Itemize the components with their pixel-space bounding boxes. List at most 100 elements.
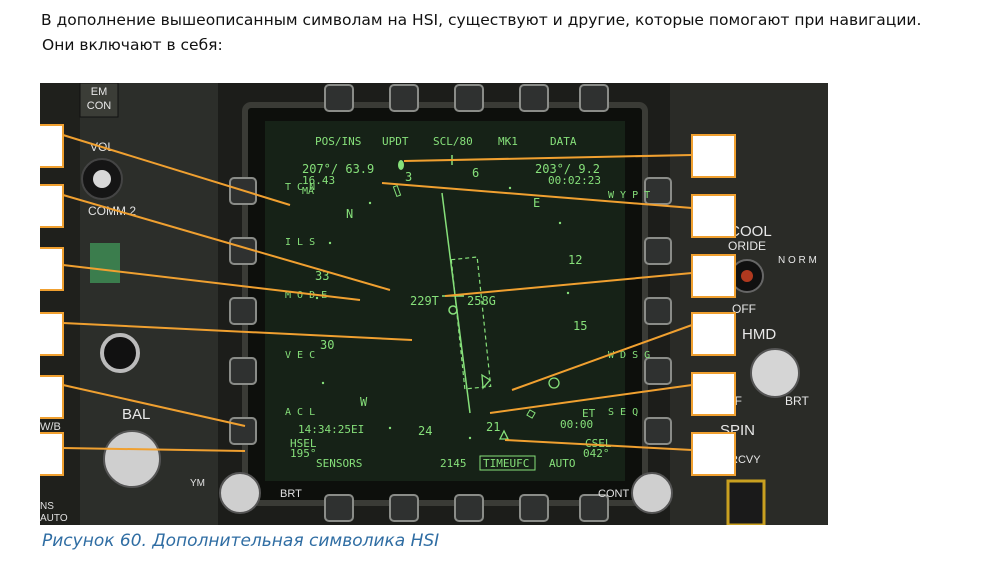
left-button-4[interactable] (229, 357, 257, 385)
hsi-top-option-mk1[interactable]: MK1 (498, 135, 518, 148)
leader-right-6 (504, 439, 693, 451)
compass-tick-9 (508, 186, 512, 190)
et-value: 00:00 (560, 418, 593, 431)
bottom-button-4[interactable] (519, 494, 549, 522)
leader-right-2 (381, 182, 693, 209)
ym-label: YM (190, 478, 205, 489)
compass-label-15: 15 (573, 319, 587, 333)
cont-knob[interactable] (631, 472, 673, 514)
callout-box-right-5 (691, 372, 736, 416)
callout-boxes-right (691, 134, 736, 476)
hsi-left-option-mode[interactable]: M O D E (285, 290, 327, 301)
compass-tick-8 (558, 221, 562, 225)
ir-cool-switch-tip (741, 270, 753, 282)
wb-label: W/B (40, 421, 61, 433)
compass-tick-2 (328, 241, 332, 245)
em-con-button[interactable] (79, 83, 119, 118)
hsi-bottom-option-timeufc[interactable]: TIMEUFC (483, 457, 529, 470)
hsi-left-option-acl[interactable]: A C L (285, 407, 315, 418)
callout-box-right-3 (691, 254, 736, 298)
tacan-symbol (548, 377, 560, 389)
right-button-3[interactable] (644, 297, 672, 325)
brt-knob[interactable] (219, 472, 261, 514)
top-button-4[interactable] (519, 84, 549, 112)
compass-tick-1 (368, 201, 372, 205)
compass-label-12: 12 (568, 253, 582, 267)
leader-left-1 (62, 134, 291, 206)
right-button-5[interactable] (644, 417, 672, 445)
bottom-button-2[interactable] (389, 494, 419, 522)
hsi-top-left-bearing: 207°/ 63.9 (302, 162, 374, 176)
ns-auto-label: AUTO (40, 513, 68, 524)
leader-left-3 (62, 264, 361, 301)
own-aircraft-symbol (448, 305, 458, 315)
hsi-right-option-wdsg[interactable]: W D S G (608, 350, 650, 361)
spin-switch-guard[interactable] (726, 479, 766, 525)
top-button-5[interactable] (579, 84, 609, 112)
hsi-top-option-data[interactable]: DATA (550, 135, 577, 148)
hsi-top-option-scl[interactable]: SCL/80 (433, 135, 473, 148)
bal-label: BAL (122, 406, 150, 423)
leader-left-5 (62, 384, 246, 427)
em-con-label-2: CON (87, 100, 112, 112)
hsi-clock: 14:34:25EI (298, 423, 364, 436)
comm2-label: COMM 2 (88, 204, 136, 218)
hsi-bottom-option-sensors[interactable]: SENSORS (316, 457, 362, 470)
waypoint-marker-top (398, 160, 404, 170)
bottom-button-5[interactable] (579, 494, 609, 522)
et-label: ET (582, 407, 596, 420)
bottom-bezel-buttons (324, 494, 609, 522)
hsi-left-option-tcn[interactable]: T C N (285, 182, 315, 193)
hsi-top-option-pos-ins[interactable]: POS/INS (315, 135, 361, 148)
callout-box-left-6 (40, 432, 64, 476)
leader-left-4 (62, 322, 413, 341)
compass-label-6: 6 (472, 166, 479, 180)
left-round-knob[interactable] (100, 333, 140, 373)
bottom-button-1[interactable] (324, 494, 354, 522)
compass-label-24: 24 (418, 424, 432, 438)
left-button-5[interactable] (229, 417, 257, 445)
compass-tick-7 (566, 291, 570, 295)
csel-label: CSEL (585, 437, 612, 450)
hsi-figure: EM CON VOL COMM 2 BAL W/B YM NS AUTO IR … (40, 83, 828, 525)
leader-right-1 (403, 154, 693, 162)
hsi-top-left-ma: MA (302, 186, 314, 197)
aircraft-symbol-lower (481, 373, 491, 390)
norm-label: N O R M (778, 255, 817, 266)
bottom-button-3[interactable] (454, 494, 484, 522)
callout-box-right-1 (691, 134, 736, 178)
leader-left-2 (62, 194, 391, 291)
waypoint-marker-small (392, 184, 402, 198)
bal-knob[interactable] (103, 430, 161, 488)
left-button-2[interactable] (229, 237, 257, 265)
callout-box-left-3 (40, 247, 64, 291)
callout-box-right-6 (691, 432, 736, 476)
hmd-label: HMD (742, 326, 776, 343)
figure-caption: Рисунок 60. Дополнительная символика HSI (42, 531, 440, 551)
ir-off-label: OFF (732, 302, 756, 316)
lower-marker-box (526, 409, 536, 419)
hsi-top-option-updt[interactable]: UPDT (382, 135, 409, 148)
callout-box-right-2 (691, 194, 736, 238)
compass-label-3: 3 (405, 170, 412, 184)
hsi-right-option-wypt[interactable]: W Y P T (608, 190, 650, 201)
comm2-light (90, 243, 120, 283)
em-con-label-1: EM (91, 86, 108, 98)
top-button-3[interactable] (454, 84, 484, 112)
hsi-left-option-ils[interactable]: I L S (285, 237, 315, 248)
left-button-3[interactable] (229, 297, 257, 325)
top-button-1[interactable] (324, 84, 354, 112)
right-button-1[interactable] (644, 177, 672, 205)
right-button-4[interactable] (644, 357, 672, 385)
hsi-bottom-option-auto[interactable]: AUTO (549, 457, 576, 470)
hsi-left-option-vec[interactable]: V E C (285, 350, 315, 361)
hsel-label: HSEL (290, 437, 317, 450)
hmd-knob[interactable] (750, 348, 800, 398)
top-button-2[interactable] (389, 84, 419, 112)
leader-right-5 (489, 384, 693, 414)
right-button-2[interactable] (644, 237, 672, 265)
brt-knob-label: BRT (280, 488, 302, 500)
compass-label-e: E (533, 196, 540, 210)
cont-knob-label: CONT (598, 488, 629, 500)
hsi-right-option-seq[interactable]: S E Q (608, 407, 638, 418)
